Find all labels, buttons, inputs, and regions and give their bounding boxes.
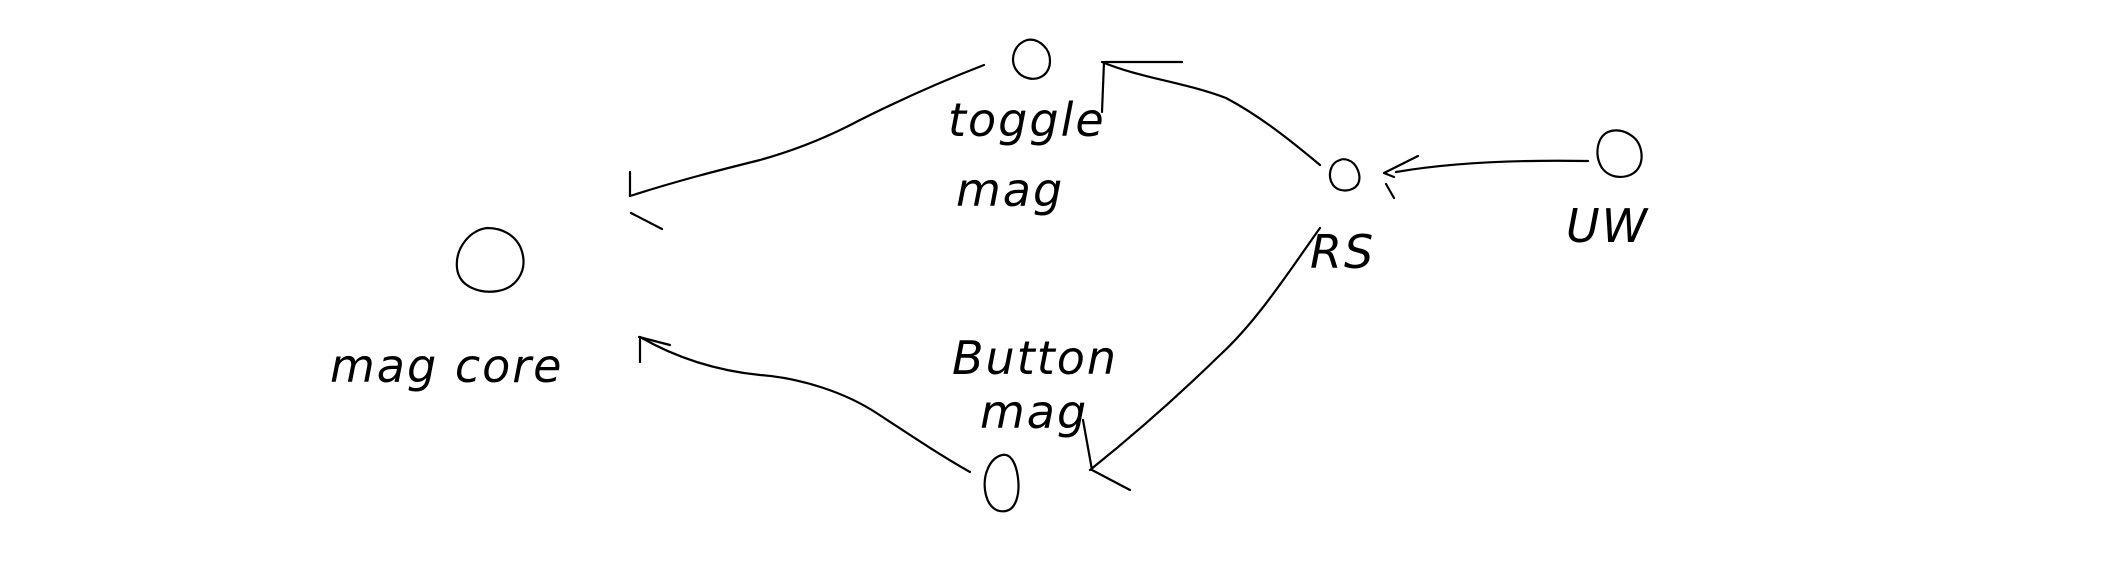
arrowhead-rs-to-button-mag [1081, 418, 1132, 492]
label-button-mag-line-1: Button [952, 331, 1118, 385]
label-rs: RS [1310, 225, 1375, 279]
edge-rs-to-toggle-mag [1100, 60, 1322, 167]
arrowhead-button-mag-to-mag-core [637, 335, 672, 364]
label-toggle-mag-line-1: toggle [948, 93, 1106, 147]
node-rs [1328, 158, 1361, 192]
label-toggle-mag-line-2: mag [956, 163, 1064, 217]
label-uw: UW [1566, 199, 1649, 253]
label-button-mag-line-2: mag [980, 385, 1088, 439]
arrowhead-rs-to-toggle-mag [1100, 60, 1184, 114]
edge-button-mag-to-mag-core [638, 335, 972, 474]
arrowhead-toggle-mag-to-mag-core [628, 170, 664, 231]
node-mag-core [455, 226, 525, 293]
label-mag-core: mag core [330, 339, 563, 393]
edge-rs-to-button-mag [1088, 226, 1322, 472]
node-button-mag [983, 453, 1020, 513]
node-uw [1596, 129, 1643, 178]
arrowhead-uw-to-rs [1382, 154, 1420, 200]
edge-uw-to-rs [1394, 159, 1590, 174]
edge-toggle-mag-to-mag-core [628, 63, 986, 198]
node-toggle-mag [1011, 38, 1052, 80]
